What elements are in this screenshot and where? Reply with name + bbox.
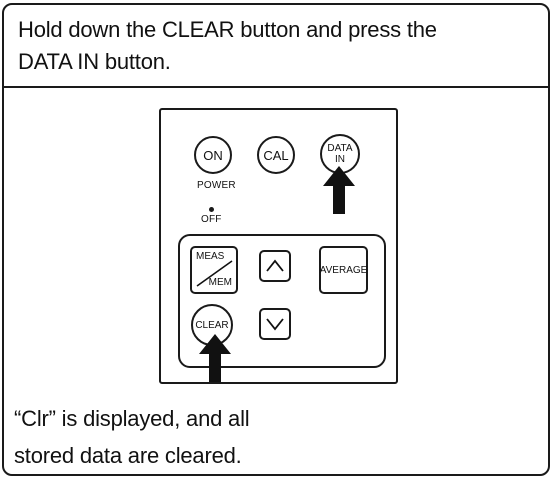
clear-label: CLEAR	[195, 319, 229, 331]
data-in-label-line-1: DATA	[327, 143, 353, 154]
measurement-control-group: MEAS MEM AVERAGE CLEAR	[178, 234, 386, 368]
meas-mem-button[interactable]: MEAS MEM	[190, 246, 238, 294]
on-button-label: ON	[203, 147, 223, 163]
power-label: POWER	[197, 180, 236, 191]
arrow-up-icon	[323, 166, 355, 214]
instruction-card: Hold down the CLEAR button and press the…	[2, 3, 550, 476]
meas-label: MEAS	[196, 251, 225, 262]
chevron-down-icon	[266, 318, 284, 331]
on-button[interactable]: ON	[194, 136, 232, 174]
instruction-text-line-2: DATA IN button.	[18, 49, 171, 74]
arrow-up-icon	[199, 334, 231, 382]
mem-label: MEM	[208, 277, 232, 288]
down-button[interactable]	[259, 308, 291, 340]
cal-button-label: CAL	[263, 147, 289, 163]
result-text-line-1: “Clr” is displayed, and all	[14, 406, 250, 431]
instruction-header: Hold down the CLEAR button and press the…	[4, 5, 548, 88]
result-text-line-2: stored data are cleared.	[14, 443, 242, 468]
device-panel-illustration: ON POWER OFF CAL DATA IN MEAS MEM	[159, 108, 398, 384]
average-button[interactable]: AVERAGE	[319, 246, 368, 294]
power-indicator-dot	[209, 207, 214, 212]
data-in-label-line-2: IN	[335, 154, 345, 165]
average-label: AVERAGE	[319, 264, 368, 276]
cal-button[interactable]: CAL	[257, 136, 295, 174]
divider-slash-icon	[196, 260, 233, 287]
chevron-up-icon	[266, 259, 284, 272]
instruction-text-line-1: Hold down the CLEAR button and press the	[18, 17, 437, 42]
off-label: OFF	[201, 214, 222, 225]
up-button[interactable]	[259, 250, 291, 282]
